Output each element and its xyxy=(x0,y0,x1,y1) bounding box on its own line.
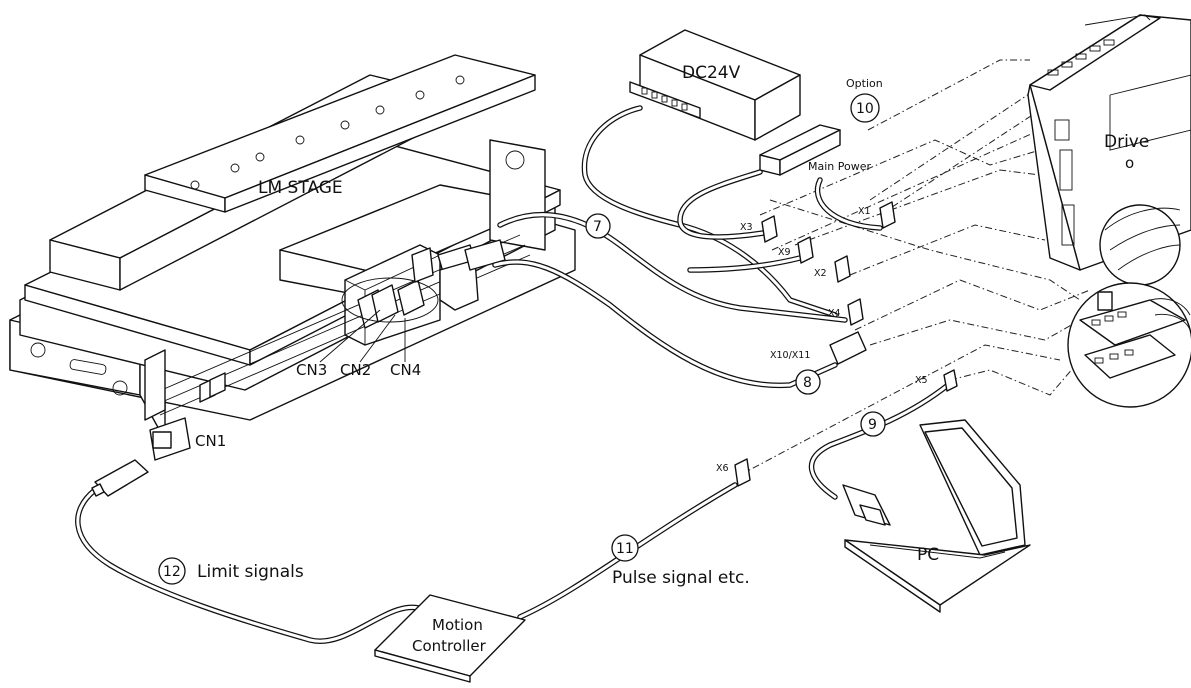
callout-8 xyxy=(795,369,821,395)
motion-controller-line1: Motion xyxy=(432,616,483,634)
callout-8-text: 8 xyxy=(803,375,812,391)
cn1-label: CN1 xyxy=(195,432,226,450)
cn4-label: CN4 xyxy=(390,361,421,379)
cn-connector-cluster xyxy=(341,239,506,329)
callout-7-text: 7 xyxy=(593,219,602,235)
x10-x11-plug xyxy=(829,331,867,365)
cables xyxy=(75,105,951,644)
limit-signals-label: Limit signals xyxy=(197,562,304,582)
lm-stage: LM STAGE CN3 CN2 CN4 CN1 xyxy=(9,54,576,461)
callout-9-text: 9 xyxy=(868,417,877,433)
x6-plug xyxy=(734,458,751,487)
callout-9 xyxy=(860,411,886,437)
pulse-signal-label: Pulse signal etc. xyxy=(612,568,750,588)
x2-label: X2 xyxy=(814,268,827,279)
dc24v-power-supply: DC24V xyxy=(629,29,801,141)
callout-7 xyxy=(585,213,611,239)
x4-label: X4 xyxy=(828,308,841,319)
x1-plug xyxy=(879,201,896,229)
x1-label: X1 xyxy=(858,206,871,217)
x3-plug xyxy=(761,215,778,243)
dashed-signal-lines xyxy=(739,59,1091,476)
drive-connector-plugs: X1 X3 X9 X2 X4 X10/X11 X5 X6 xyxy=(716,201,958,487)
x2-plug xyxy=(834,255,851,283)
callout-11 xyxy=(611,534,639,562)
x3-label: X3 xyxy=(740,222,753,233)
x10-x11-label: X10/X11 xyxy=(770,350,810,361)
pc-laptop: PC xyxy=(842,419,1031,613)
callout-11-text: 11 xyxy=(616,541,634,557)
motion-controller-line2: Controller xyxy=(412,637,487,655)
drive-label: Drive xyxy=(1104,132,1149,152)
callouts: 7 8 9 11 12 xyxy=(158,213,886,585)
callout-12-text: 12 xyxy=(163,564,181,580)
servo-drive: Drive o xyxy=(1027,14,1191,408)
callout-12 xyxy=(158,557,186,585)
cn3-label: CN3 xyxy=(296,361,327,379)
option-label: Option xyxy=(846,77,883,90)
option-module: Option 10 Main Power xyxy=(759,77,883,176)
callout-10-text: 10 xyxy=(856,101,874,117)
cn2-label: CN2 xyxy=(340,361,371,379)
drive-detail-magnifier-1 xyxy=(1099,204,1181,286)
motion-controller: Motion Controller xyxy=(374,594,526,683)
main-power-label: Main Power xyxy=(808,160,871,173)
x4-plug xyxy=(847,298,864,326)
x6-label: X6 xyxy=(716,463,729,474)
lm-stage-label: LM STAGE xyxy=(258,178,343,198)
callout-10 xyxy=(850,93,880,123)
pc-label: PC xyxy=(917,545,939,565)
drive-mark: o xyxy=(1125,154,1134,172)
cn1-connector xyxy=(149,417,191,461)
x5-label: X5 xyxy=(915,375,928,386)
x5-plug xyxy=(943,369,958,392)
x9-plug xyxy=(797,236,814,264)
x9-label: X9 xyxy=(778,247,791,258)
dc24v-label: DC24V xyxy=(682,63,741,83)
